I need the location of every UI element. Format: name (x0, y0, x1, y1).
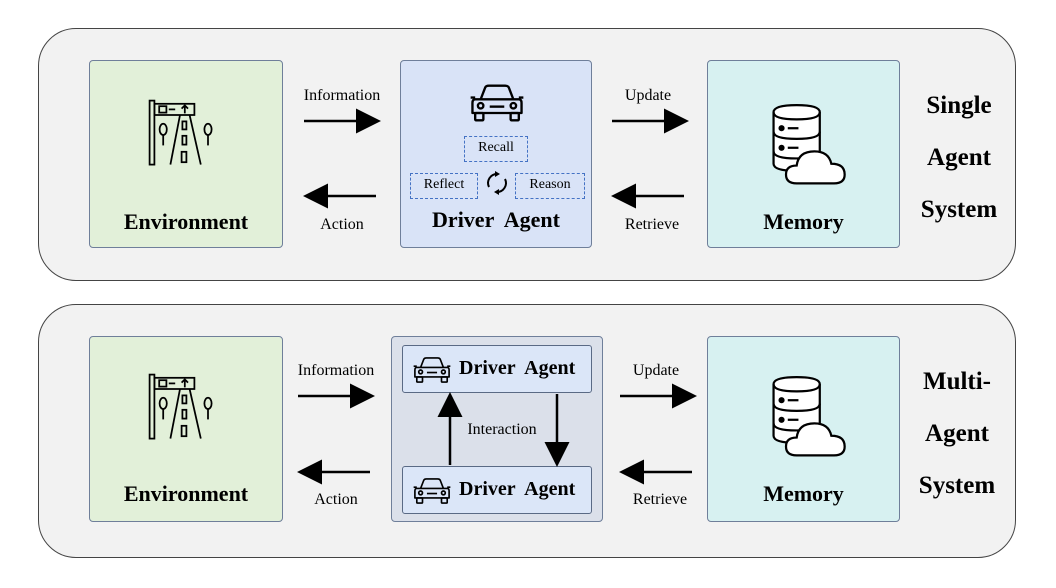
single-memory-label: Memory (763, 209, 844, 234)
single-driver-agent-box: Recall Reflect Reason Driver Agent (400, 60, 592, 248)
driver-agent-top: Driver Agent (402, 345, 592, 393)
single-agent-label: Driver Agent (432, 207, 560, 232)
single-update-label: Update (624, 87, 672, 104)
interaction-arrows (437, 392, 570, 467)
reason-box: Reason (515, 173, 585, 199)
multi-system-title: Multi- Agent System (907, 356, 1007, 512)
multi-agent-group-box: Driver Agent Driver Agent Interaction (391, 336, 603, 522)
multi-title-line-1: Multi- (922, 368, 992, 395)
driver-agent-bottom: Driver Agent (402, 466, 592, 514)
multi-retrieve-label: Retrieve (632, 491, 688, 508)
multi-memory-label: Memory (763, 481, 844, 506)
single-title-line-3: System (920, 196, 998, 223)
multi-memory-box: Memory (707, 336, 900, 522)
single-memory-box: Memory (707, 60, 900, 248)
multi-environment-label: Environment (123, 481, 249, 506)
multi-update-label: Update (632, 362, 680, 379)
multi-title-line-2: Agent (925, 420, 989, 447)
interaction-label: Interaction (467, 421, 537, 438)
single-title-line-2: Agent (927, 144, 991, 171)
multi-information-label: Information (297, 362, 375, 379)
reflect-box: Reflect (410, 173, 478, 199)
single-environment-label: Environment (123, 209, 249, 234)
driver-agent-top-label: Driver Agent (459, 357, 576, 379)
single-retrieve-label: Retrieve (624, 216, 680, 233)
database-cloud-icon (770, 373, 850, 463)
single-environment-box: Environment (89, 60, 283, 248)
driver-agent-bottom-label: Driver Agent (459, 478, 576, 500)
cycle-icon (487, 171, 507, 195)
multi-environment-box: Environment (89, 336, 283, 522)
single-action-label: Action (320, 216, 364, 233)
recall-box: Recall (464, 136, 528, 162)
single-information-label: Information (303, 87, 381, 104)
single-title-line-1: Single (926, 92, 992, 119)
single-system-title: Single Agent System (909, 80, 1009, 236)
multi-title-line-3: System (918, 472, 996, 499)
multi-action-label: Action (314, 491, 358, 508)
